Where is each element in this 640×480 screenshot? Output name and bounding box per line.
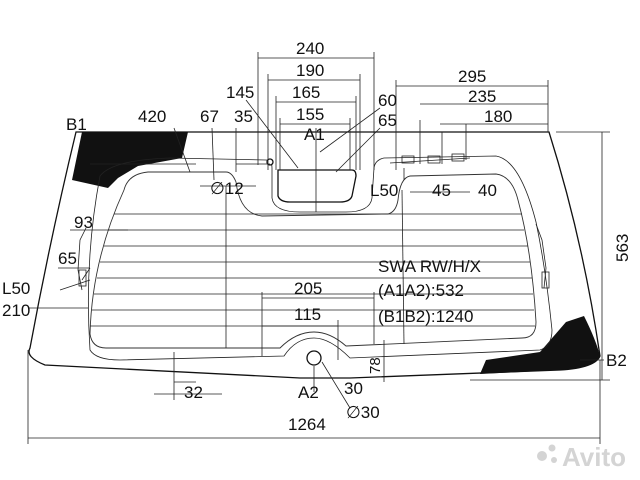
leader-65 — [335, 127, 381, 173]
dim-30: 30 — [344, 379, 363, 398]
dim-155: 155 — [296, 105, 324, 124]
spec-a1a2: (A1A2):532 — [378, 281, 464, 300]
dim-67: 67 — [200, 107, 219, 126]
dim-190: 190 — [296, 61, 324, 80]
terminal-right-box — [541, 271, 550, 289]
dim-60: 60 — [378, 91, 397, 110]
dim-180: 180 — [484, 107, 512, 126]
dim-line-420 — [173, 127, 191, 173]
dim-78: 78 — [367, 357, 384, 374]
clip — [401, 155, 415, 164]
spec-b1b2: (B1B2):1240 — [378, 307, 473, 326]
label-a2: A2 — [298, 383, 319, 402]
small-hole — [266, 158, 274, 166]
label-a1: A1 — [304, 125, 325, 144]
hole-30: ∅30 — [346, 403, 380, 422]
dim-240: 240 — [296, 39, 324, 58]
heated-area — [89, 171, 537, 349]
watermark-dot-icon — [548, 444, 556, 452]
label-b1: B1 — [66, 115, 87, 134]
watermark: Avito — [537, 442, 626, 472]
dim-165: 165 — [292, 83, 320, 102]
dim-32: 32 — [184, 383, 203, 402]
dim-205: 205 — [294, 279, 322, 298]
clip — [451, 153, 465, 162]
dim-295: 295 — [458, 67, 486, 86]
label-l50-left: L50 — [2, 279, 30, 298]
dim-145: 145 — [226, 83, 254, 102]
dim-235: 235 — [468, 87, 496, 106]
leader-145 — [245, 99, 299, 169]
dim-115: 115 — [294, 305, 321, 324]
dim-45: 45 — [432, 181, 451, 200]
dim-420: 420 — [138, 107, 166, 126]
dim-40: 40 — [478, 181, 497, 200]
watermark-dot-icon — [551, 457, 557, 463]
leader-l50-left — [59, 279, 91, 291]
label-210: 210 — [2, 301, 30, 320]
spec-model: SWA RW/H/X — [378, 257, 481, 276]
busbar-line — [401, 189, 405, 345]
glass-outline — [28, 131, 601, 379]
dim-93: 93 — [74, 213, 93, 232]
brake-light-cutout — [277, 169, 357, 203]
dim-563: 563 — [613, 234, 632, 262]
dim-65-side: 65 — [58, 249, 77, 268]
watermark-text: Avito — [562, 442, 626, 472]
ceramic-corner-bottom-right — [480, 316, 600, 374]
dim-1264: 1264 — [288, 415, 326, 434]
clip-line — [389, 157, 471, 164]
label-b2: B2 — [606, 351, 627, 370]
dim-line-67 — [211, 127, 215, 181]
label-l50-right: L50 — [370, 181, 398, 200]
leader-60 — [319, 107, 381, 153]
dim-35: 35 — [234, 107, 253, 126]
watermark-dot-icon — [537, 451, 547, 461]
terminal-left-box — [78, 269, 87, 287]
wiper-hole — [306, 350, 322, 366]
ceramic-corner-top-left — [72, 132, 188, 188]
dim-65-top: 65 — [378, 111, 397, 130]
leader-hole30 — [321, 361, 351, 409]
terminal-right — [535, 223, 547, 289]
hole-12: ∅12 — [210, 179, 244, 198]
